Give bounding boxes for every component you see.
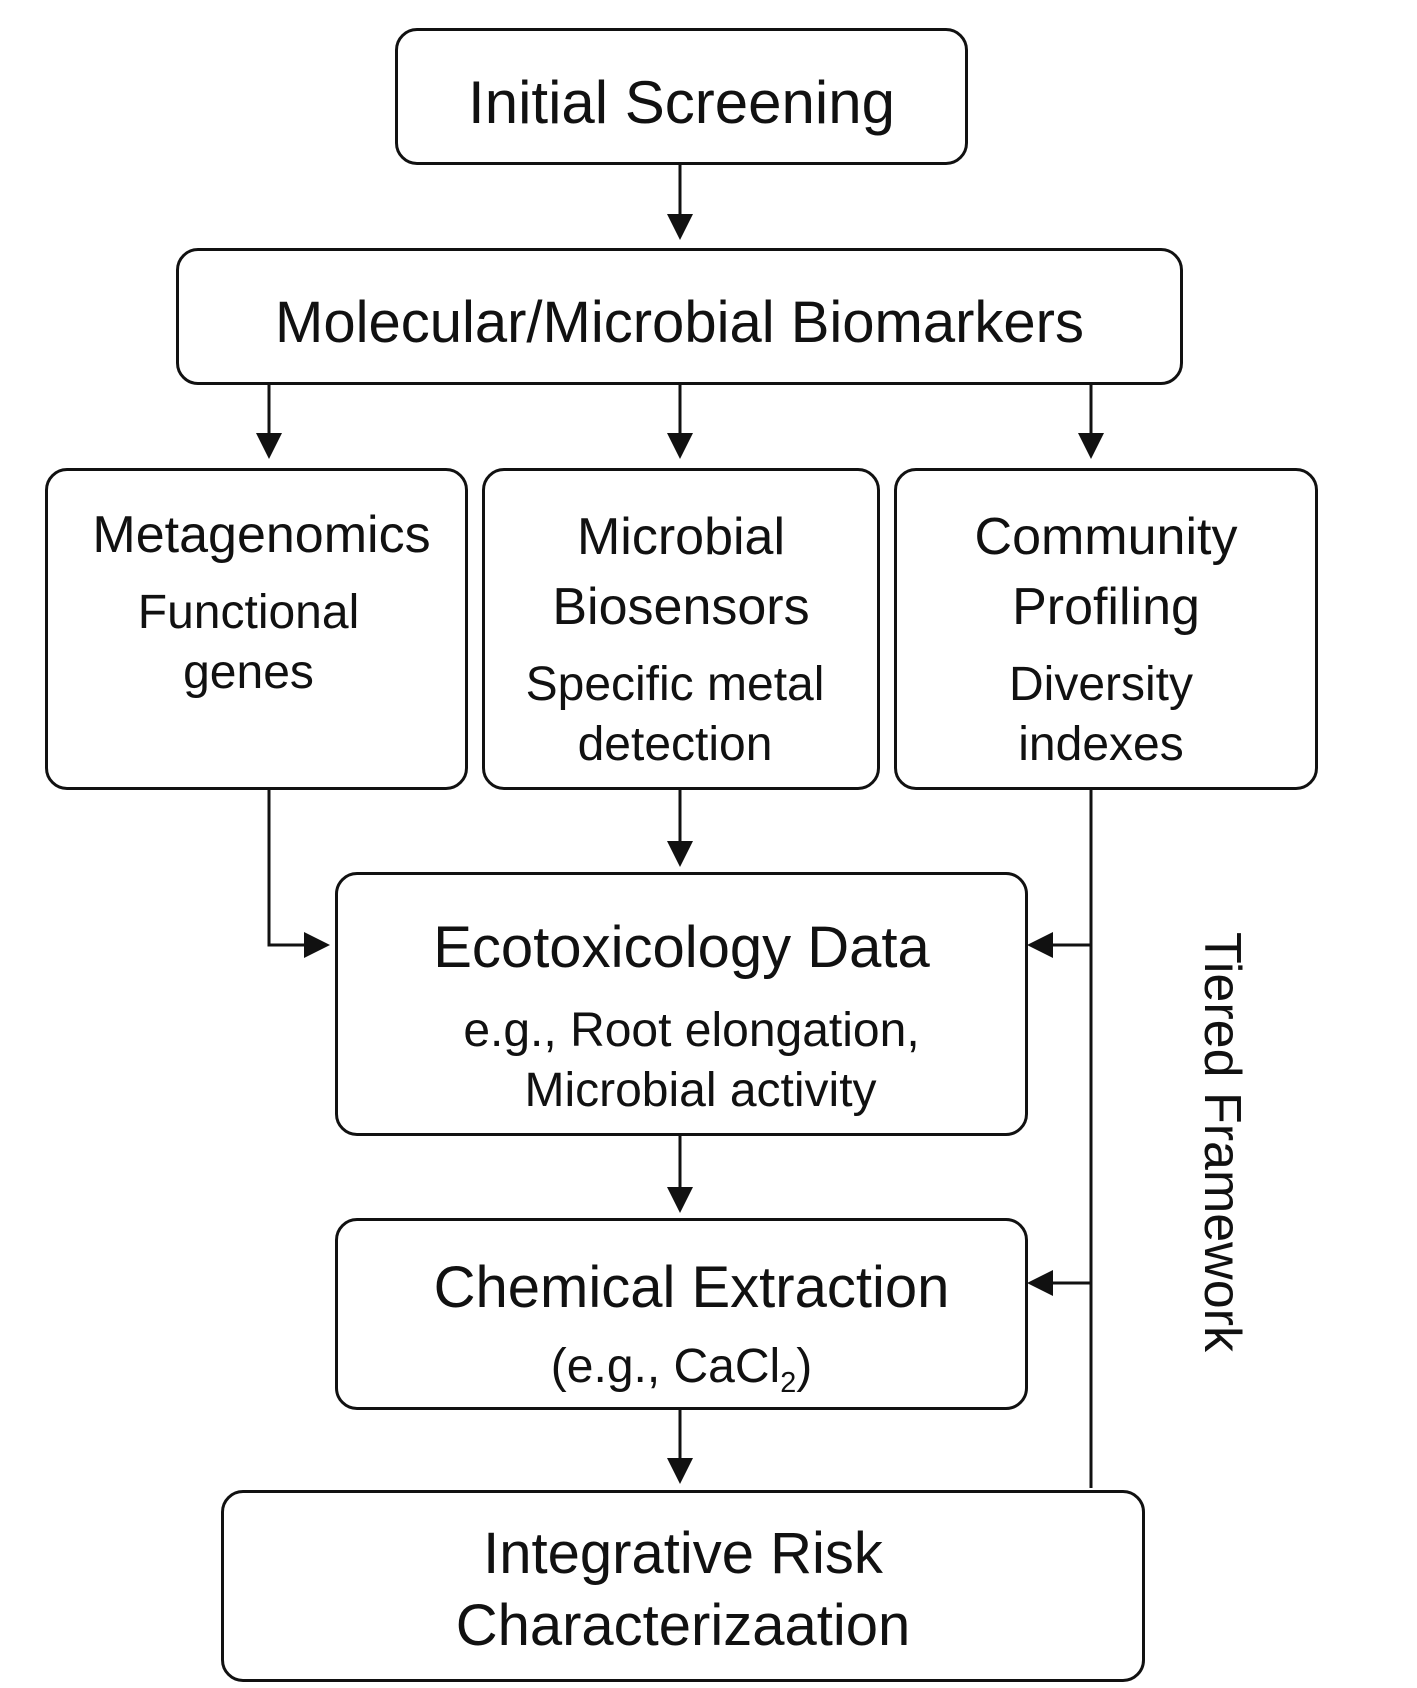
ecotox-desc-line2: Microbial activity	[524, 1064, 877, 1117]
biosensors-title-line1: Microbial	[576, 508, 786, 566]
chemical-title: Chemical Extraction	[433, 1255, 950, 1320]
arrowhead	[667, 841, 693, 867]
arrow-metagenomics-to-ecotox	[267, 790, 304, 947]
community-desc-line2: indexes	[1018, 718, 1184, 771]
metagenomics-box: Metagenomics Functional genes	[45, 468, 468, 790]
arrowhead	[1027, 1270, 1053, 1296]
integrative-line1: Integrative Risk	[483, 1521, 883, 1586]
integrative-box: Integrative Risk Characterizaation	[221, 1490, 1145, 1682]
initial-screening-box: Initial Screening	[395, 28, 968, 165]
community-title-line1: Community	[974, 508, 1238, 566]
initial-screening-title: Initial Screening	[468, 69, 895, 136]
arrowhead	[304, 932, 330, 958]
arrowhead	[667, 1187, 693, 1213]
arrowhead	[667, 214, 693, 240]
arrowhead	[1078, 433, 1104, 459]
chemical-box: Chemical Extraction (e.g., CaCl2)	[335, 1218, 1028, 1410]
chemical-desc-subscript: 2	[780, 1367, 797, 1400]
arrowhead	[667, 1458, 693, 1484]
chemical-desc-prefix: (e.g., CaCl	[550, 1340, 781, 1393]
arrowhead	[256, 433, 282, 459]
metagenomics-desc-line1: Functional	[137, 586, 360, 639]
biosensors-box: Microbial Biosensors Specific metal dete…	[482, 468, 880, 790]
arrowhead	[667, 433, 693, 459]
metagenomics-desc-line2: genes	[183, 646, 314, 699]
chemical-desc-suffix: )	[796, 1340, 813, 1393]
biomarkers-title: Molecular/Microbial Biomarkers	[275, 290, 1084, 355]
biosensors-desc-line2: detection	[577, 718, 773, 771]
biosensors-title-line2: Biosensors	[552, 578, 810, 636]
tiered-framework-label: Tiered Framework	[1193, 932, 1251, 1352]
biomarkers-box: Molecular/Microbial Biomarkers	[176, 248, 1183, 385]
metagenomics-title: Metagenomics	[92, 506, 431, 564]
community-title-line2: Profiling	[1012, 578, 1200, 636]
ecotox-desc-line1: e.g., Root elongation,	[463, 1004, 920, 1057]
arrowhead	[1027, 932, 1053, 958]
ecotox-title: Ecotoxicology Data	[433, 915, 930, 980]
biosensors-desc-line1: Specific metal	[525, 658, 825, 711]
ecotox-box: Ecotoxicology Data e.g., Root elongation…	[335, 872, 1028, 1136]
community-box: Community Profiling Diversity indexes	[894, 468, 1318, 790]
integrative-line2: Characterizaation	[455, 1593, 911, 1658]
community-desc-line1: Diversity	[1008, 658, 1193, 711]
chemical-desc: (e.g., CaCl2)	[338, 1340, 1025, 1398]
